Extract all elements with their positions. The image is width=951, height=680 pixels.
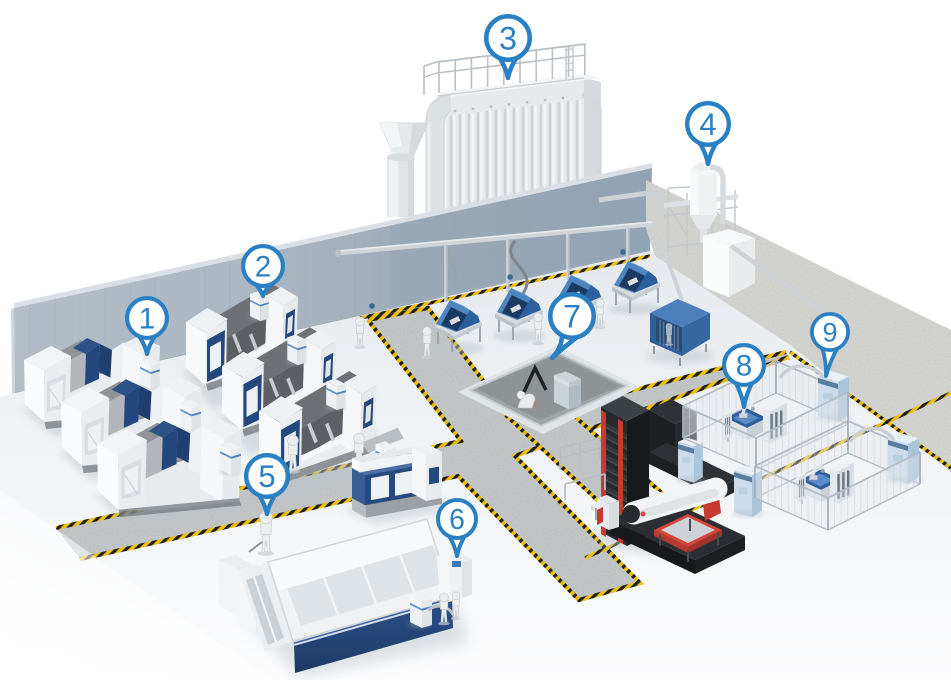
svg-text:3: 3 — [499, 21, 517, 57]
svg-text:4: 4 — [699, 107, 716, 142]
svg-text:6: 6 — [449, 504, 465, 536]
svg-text:8: 8 — [736, 350, 753, 383]
svg-text:1: 1 — [139, 303, 156, 336]
svg-text:9: 9 — [822, 318, 837, 348]
svg-text:5: 5 — [258, 459, 275, 494]
svg-text:7: 7 — [563, 299, 581, 335]
svg-text:2: 2 — [255, 251, 272, 284]
